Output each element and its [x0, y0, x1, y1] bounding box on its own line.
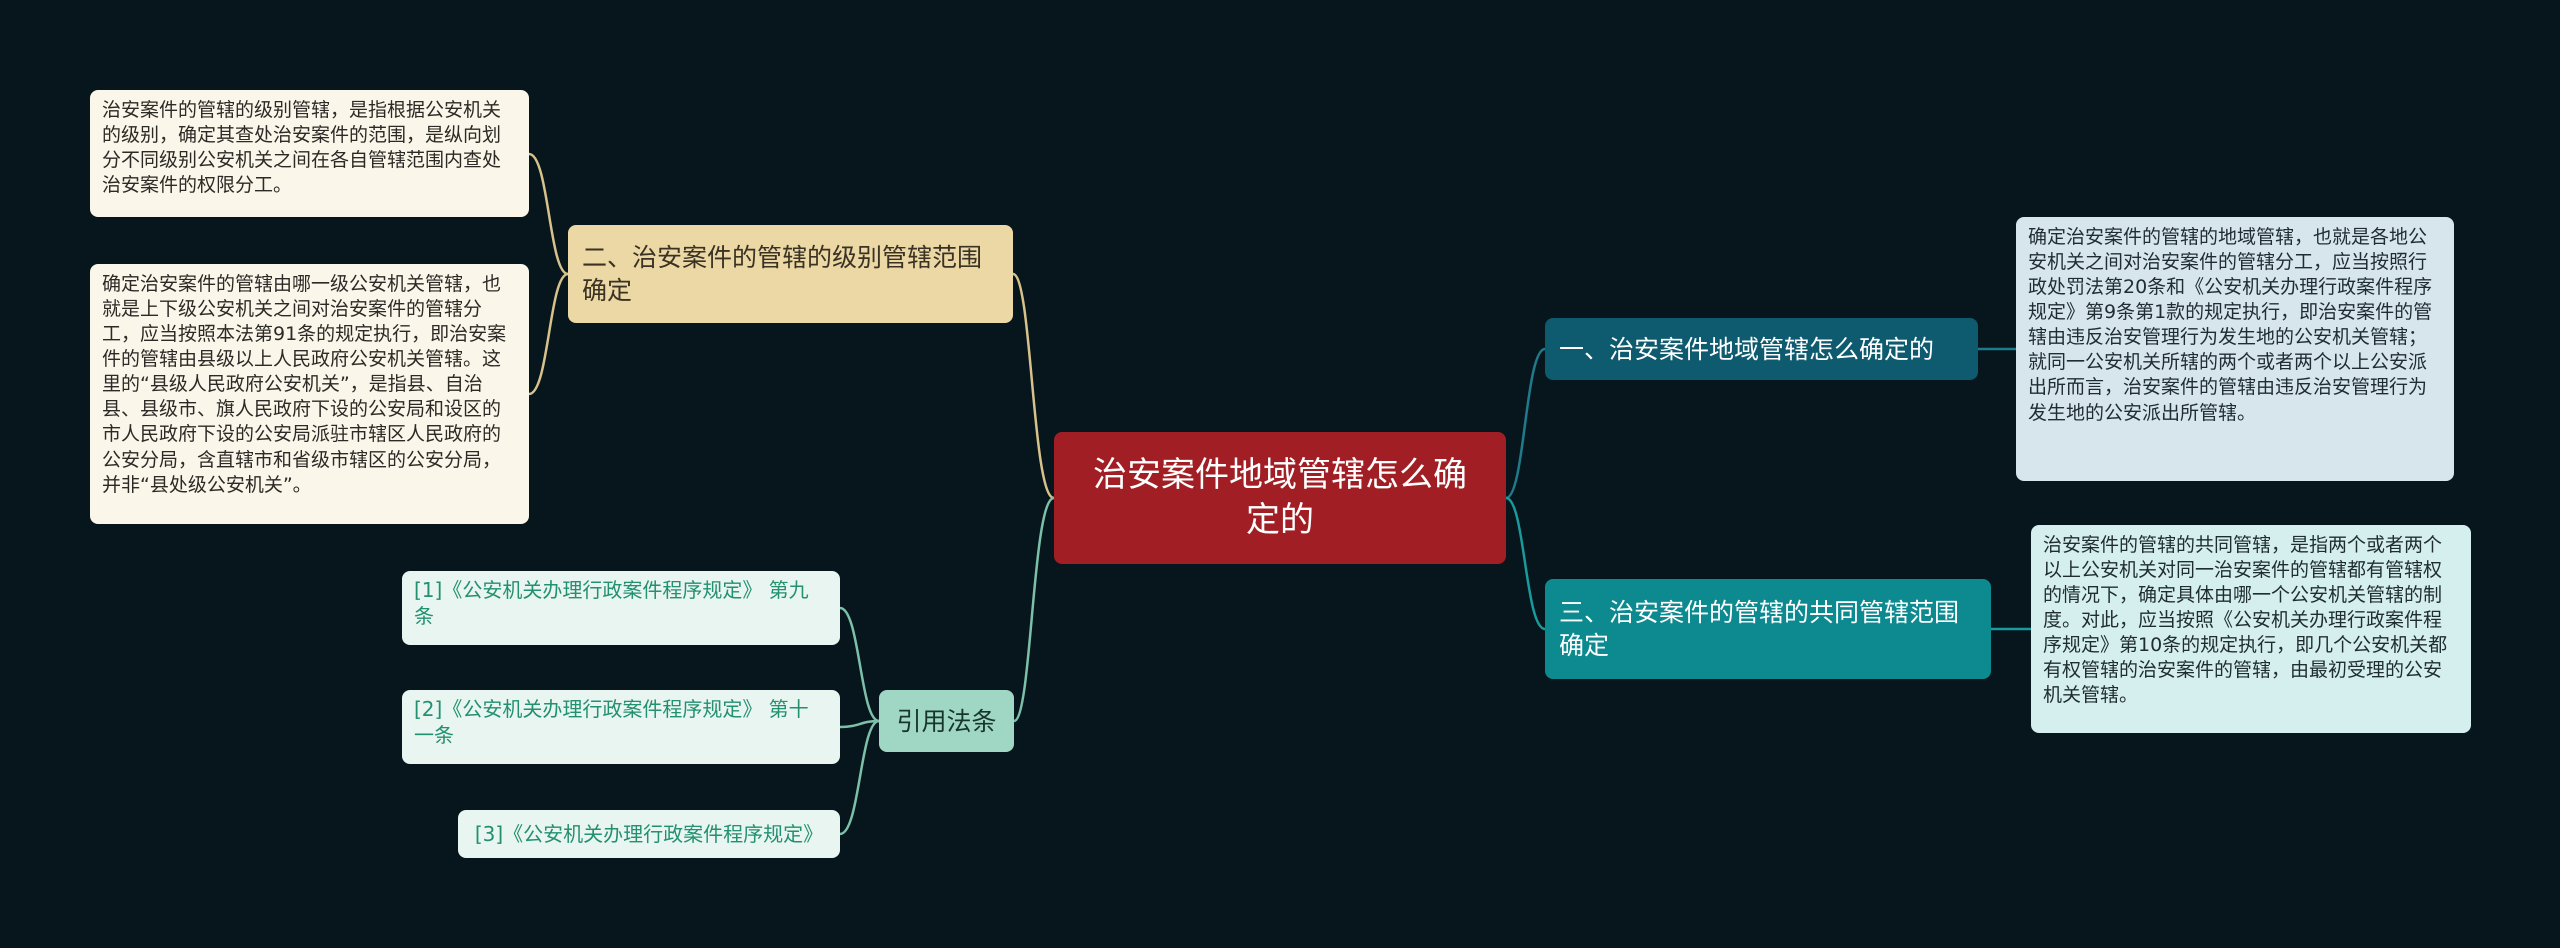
leaf-territorial-detail[interactable]: 确定治安案件的管辖的地域管辖，也就是各地公安机关之间对治安案件的管辖分工，应当按…: [2016, 217, 2454, 481]
leaf-level-definition[interactable]: 治安案件的管辖的级别管辖，是指根据公安机关的级别，确定其查处治安案件的范围，是纵…: [90, 90, 529, 217]
link-cite-c2: [839, 719, 880, 729]
link-cite-c3: [839, 719, 880, 836]
leaf-text: 治安案件的管辖的共同管辖，是指两个或者两个以上公安机关对同一治安案件的管辖都有管…: [2043, 534, 2448, 707]
citation-text: [3]《公安机关办理行政案件程序规定》: [474, 821, 824, 846]
root-topic-label: 治安案件地域管辖怎么确定的: [1093, 455, 1467, 540]
leaf-text: 确定治安案件的管辖由哪一级公安机关管辖，也就是上下级公安机关之间对治安案件的管辖…: [102, 273, 507, 496]
leaf-level-detail[interactable]: 确定治安案件的管辖由哪一级公安机关管辖，也就是上下级公安机关之间对治安案件的管辖…: [90, 264, 529, 524]
leaf-text: 治安案件的管辖的级别管辖，是指根据公安机关的级别，确定其查处治安案件的范围，是纵…: [102, 99, 502, 197]
branch-joint-jurisdiction[interactable]: 三、治安案件的管辖的共同管辖范围确定: [1545, 579, 1991, 679]
citation-item[interactable]: [3]《公安机关办理行政案件程序规定》: [458, 810, 840, 858]
leaf-text: 确定治安案件的管辖的地域管辖，也就是各地公安机关之间对治安案件的管辖分工，应当按…: [2028, 226, 2433, 424]
branch-territorial-jurisdiction[interactable]: 一、治安案件地域管辖怎么确定的: [1545, 318, 1978, 380]
link-cite-c1: [839, 606, 880, 723]
root-topic[interactable]: 治安案件地域管辖怎么确定的: [1054, 432, 1506, 564]
branch-label: 一、治安案件地域管辖怎么确定的: [1559, 334, 1935, 364]
branch-cited-laws[interactable]: 引用法条: [879, 690, 1014, 752]
citation-text: [2]《公安机关办理行政案件程序规定》 第十一条: [414, 697, 809, 748]
branch-label: 二、治安案件的管辖的级别管辖范围确定: [582, 243, 983, 305]
branch-level-jurisdiction[interactable]: 二、治安案件的管辖的级别管辖范围确定: [568, 225, 1013, 323]
leaf-joint-detail[interactable]: 治安案件的管辖的共同管辖，是指两个或者两个以上公安机关对同一治安案件的管辖都有管…: [2031, 525, 2471, 733]
branch-label: 三、治安案件的管辖的共同管辖范围确定: [1559, 598, 1960, 660]
link-b2-l1: [528, 152, 569, 276]
link-root-b2: [1012, 272, 1055, 500]
citation-item[interactable]: [2]《公安机关办理行政案件程序规定》 第十一条: [402, 690, 840, 764]
link-b2-l2: [528, 272, 569, 396]
link-root-cite: [1013, 496, 1055, 723]
branch-label: 引用法条: [896, 706, 997, 736]
link-root-b1: [1505, 347, 1546, 500]
citation-text: [1]《公安机关办理行政案件程序规定》 第九条: [414, 578, 809, 629]
link-root-b3: [1505, 496, 1546, 631]
citation-item[interactable]: [1]《公安机关办理行政案件程序规定》 第九条: [402, 571, 840, 645]
